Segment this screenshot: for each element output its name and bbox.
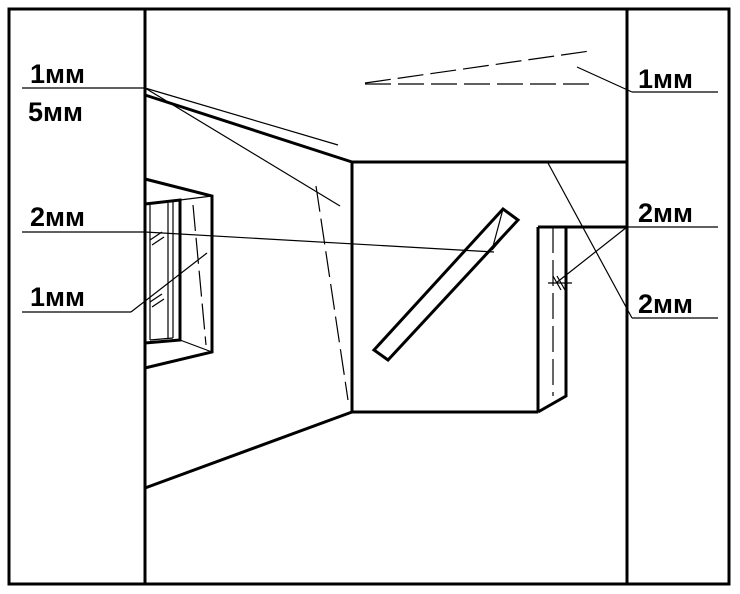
label-top-left-lower: 5мм (28, 97, 83, 127)
label-top-left-upper: 1мм (30, 59, 85, 89)
leader-lines (22, 66, 718, 319)
floor-left-edge (144, 410, 353, 490)
label-right-middle-upper: 2мм (638, 198, 693, 228)
diagonal-beam (371, 206, 521, 362)
outer-frame (7, 7, 731, 586)
window (143, 177, 214, 370)
label-right-top: 1мм (638, 64, 693, 94)
label-left-middle-lower: 1мм (30, 282, 85, 312)
right-block (536, 225, 627, 414)
label-right-middle-lower: 2мм (638, 289, 693, 319)
left-wall-dashed-line (315, 185, 349, 401)
ceiling-dashed-line-upper (364, 50, 591, 84)
label-left-middle-upper: 2мм (30, 202, 85, 232)
ceiling-left-edge (144, 93, 353, 164)
